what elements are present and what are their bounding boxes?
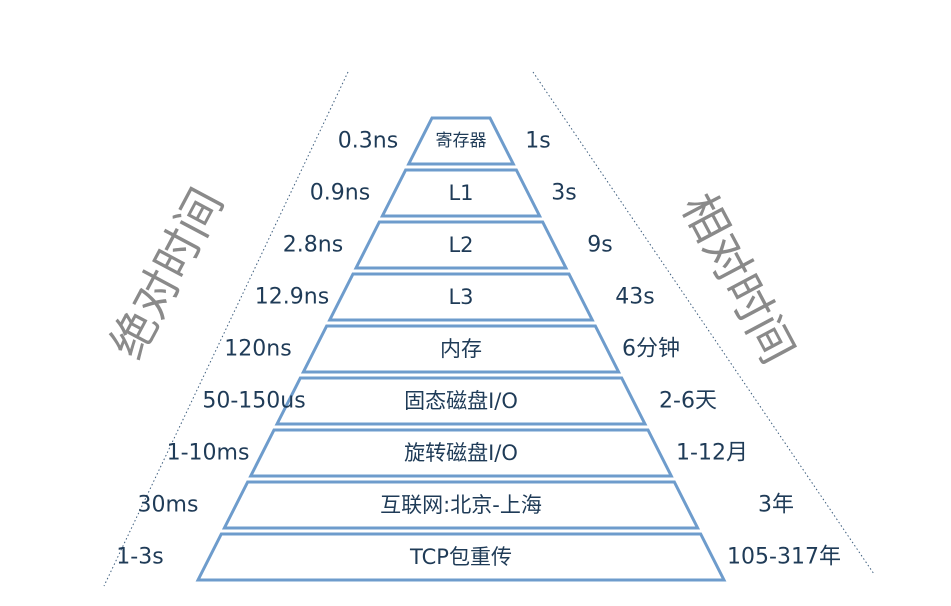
relative-time-title: 相对时间 [671, 184, 805, 372]
absolute-time-value: 120ns [224, 337, 291, 362]
relative-time-value: 6分钟 [622, 337, 680, 362]
absolute-time-value: 0.3ns [338, 129, 398, 154]
relative-time-value: 1-12月 [676, 441, 748, 466]
tier-label: L2 [448, 233, 473, 257]
tier-label: TCP包重传 [409, 545, 512, 569]
relative-time-values: 1s 3s 9s 43s 6分钟 2-6天 1-12月 3年 105-317年 [525, 129, 841, 570]
tier-label: 固态磁盘I/O [404, 389, 518, 413]
absolute-time-value: 1-3s [116, 545, 163, 570]
tier-label: 旋转磁盘I/O [404, 441, 518, 465]
pyramid-tier [353, 220, 569, 270]
relative-time-value: 2-6天 [659, 389, 717, 414]
pyramid-tier [300, 324, 622, 374]
relative-time-value: 43s [615, 285, 654, 310]
left-guide-line [103, 71, 349, 587]
relative-time-value: 9s [587, 233, 612, 258]
relative-time-value: 3s [551, 181, 576, 206]
pyramid-tier [406, 116, 516, 166]
pyramid-tier [195, 532, 727, 582]
absolute-time-value: 50-150us [202, 389, 305, 414]
absolute-time-title: 绝对时间 [100, 179, 234, 367]
pyramid-tier [248, 428, 674, 478]
tier-label: 寄存器 [436, 131, 487, 151]
absolute-time-value: 1-10ms [167, 441, 250, 466]
pyramid-tier [327, 272, 595, 322]
tier-label: 互联网:北京-上海 [380, 493, 542, 517]
relative-time-value: 3年 [758, 493, 794, 518]
absolute-time-value: 30ms [138, 493, 199, 518]
pyramid-tier [274, 376, 648, 426]
absolute-time-value: 2.8ns [283, 233, 343, 258]
tier-label: 内存 [440, 337, 482, 361]
tier-label: L1 [448, 181, 473, 205]
pyramid-tier [379, 168, 543, 218]
relative-time-value: 1s [525, 129, 550, 154]
absolute-time-value: 0.9ns [310, 181, 370, 206]
relative-time-value: 105-317年 [727, 545, 841, 570]
right-guide-line [532, 71, 875, 575]
pyramid-tier [221, 480, 701, 530]
absolute-time-value: 12.9ns [255, 285, 329, 310]
absolute-time-values: 0.3ns 0.9ns 2.8ns 12.9ns 120ns 50-150us 1-10ms… [116, 129, 398, 570]
tier-label: L3 [448, 285, 473, 309]
